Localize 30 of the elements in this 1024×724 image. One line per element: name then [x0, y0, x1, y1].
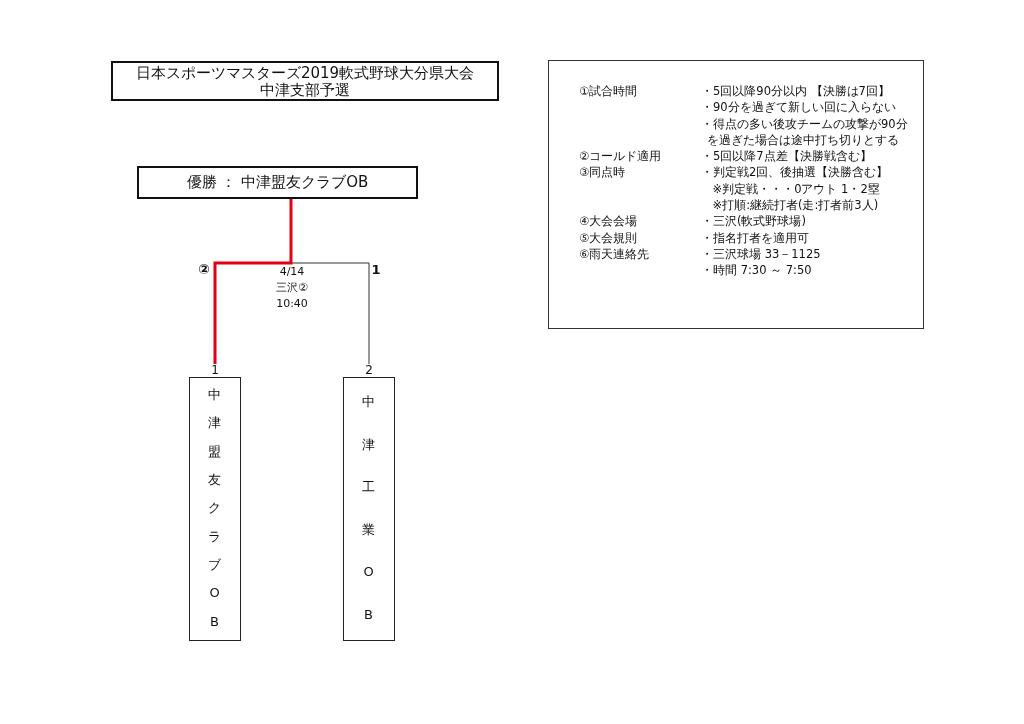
rule-heading: ④大会会場	[579, 213, 638, 230]
seed-number: 1	[211, 364, 219, 377]
rule-text: ・三沢(軟式野球場)	[701, 213, 806, 230]
match-time: 10:40	[276, 297, 308, 311]
rule-text: ・5回以降7点差【決勝戦含む】	[701, 148, 872, 165]
rule-text: ※判定戦・・・0アウト 1・2塁	[712, 180, 880, 198]
rules-panel	[548, 60, 924, 329]
rule-text: ・判定戦2回、後抽選【決勝含む】	[701, 164, 889, 181]
rule-heading: ①試合時間	[579, 83, 638, 100]
match-venue: 三沢②	[276, 281, 308, 295]
team-name: 中津工業OB	[361, 393, 376, 624]
rule-heading: ③同点時	[579, 164, 626, 181]
rule-text: ・時間 7:30 ～ 7:50	[701, 262, 812, 279]
rule-heading: ⑥雨天連絡先	[579, 245, 650, 263]
rule-heading: ②コールド適用	[579, 148, 662, 165]
seed-number: 2	[365, 364, 373, 377]
match-score: ②	[198, 261, 210, 278]
rule-text: ※打順:継続打者(走:打者前3人)	[712, 197, 879, 214]
team-name: 中津盟友クラブOB	[207, 386, 222, 631]
rule-text: ・5回以降90分以内 【決勝は7回】	[701, 83, 890, 100]
rule-text: ・三沢球場 33－1125	[701, 245, 821, 263]
rule-heading: ⑤大会規則	[579, 229, 638, 246]
rule-text: ・指名打者を適用可	[701, 229, 809, 246]
match-score: 1	[371, 262, 381, 278]
diagram-title: 日本スポーツマスターズ2019軟式野球大分県大会中津支部予選	[111, 61, 499, 101]
rule-text: ・得点の多い後攻チームの攻撃が90分を過ぎた場合は途中打ち切りとする	[701, 115, 909, 149]
bracket-line	[213, 199, 293, 364]
champion-box: 優勝 ： 中津盟友クラブOB	[137, 166, 418, 199]
rule-text: ・90分を過ぎて新しい回に入らない	[701, 99, 896, 116]
match-date: 4/14	[279, 265, 305, 279]
